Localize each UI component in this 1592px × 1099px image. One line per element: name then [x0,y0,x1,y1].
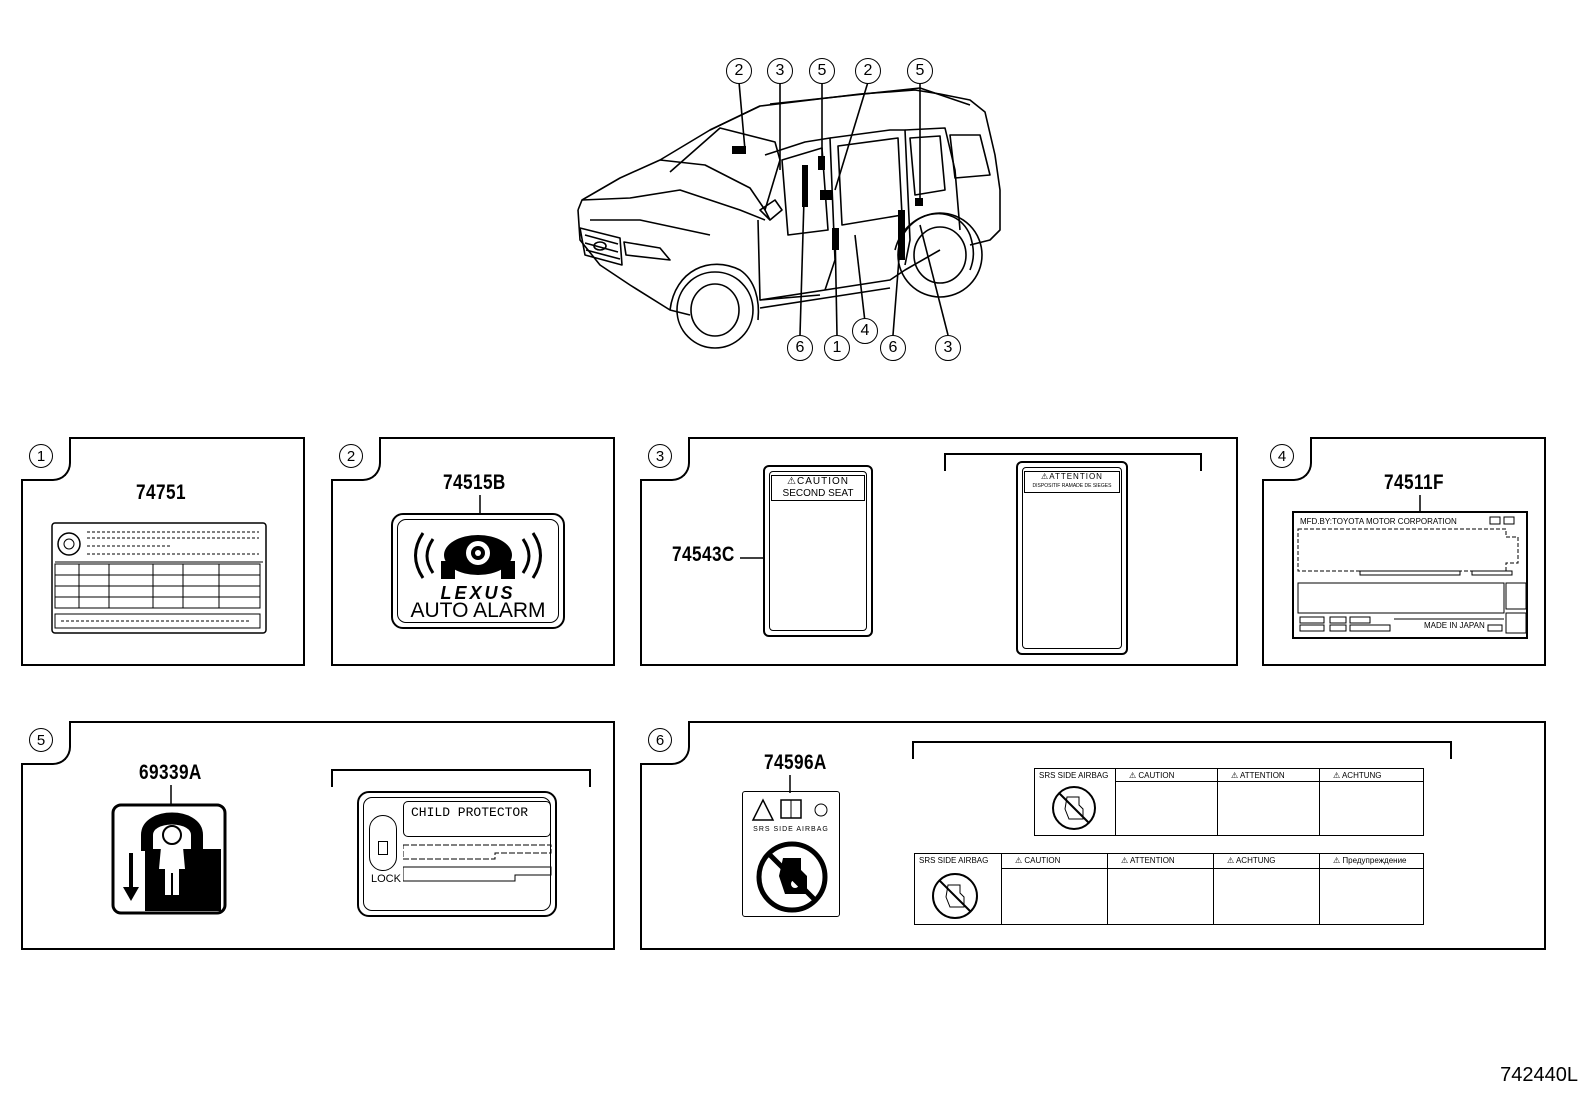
brand-text: LEXUS [440,583,516,603]
auto-alarm-text: AUTO ALARM [410,599,546,622]
panel-tab: 2 [331,437,381,481]
attention-col: ⚠ ATTENTION [1121,856,1175,865]
panel-3: 3 74543C ⚠CAUTION SECOND SEAT ⚠ATTENTION… [640,437,1238,666]
caution-header: ⚠CAUTION [787,476,849,487]
part-number: 74511F [1384,471,1444,494]
vehicle-callout: 6 [787,335,813,361]
part-number: 74751 [136,481,186,504]
panel-2: 2 74515B LEXUS AUTO ALARM [331,437,615,666]
airbag-wide-label-1: SRS SIDE AIRBAG ⚠ CAUTION ⚠ ATTENTION ⚠ … [1034,768,1424,836]
airbag-wide-title: SRS SIDE AIRBAG [1039,771,1109,780]
achtung-col: ⚠ ACHTUNG [1333,771,1382,780]
vehicle-callout: 1 [824,335,850,361]
attention-label: ⚠ATTENTION DISPOSITIF RAMADE DE SIEGES [1016,461,1128,655]
vehicle-callout: 5 [907,58,933,84]
panel-4: 4 74511F MFD.BY:TOYOTA MOTOR CORPORATION… [1262,437,1546,666]
vehicle-callout: 6 [880,335,906,361]
panel-tab: 6 [640,721,690,765]
child-protector-label: CHILD PROTECTOR LOCK [357,791,557,917]
vehicle-callout: 2 [855,58,881,84]
vehicle-callout: 4 [852,318,878,344]
part-number: 74596A [764,751,827,774]
child-protector-title: CHILD PROTECTOR [411,805,529,820]
tire-pressure-label [51,522,267,634]
bracket [331,769,591,787]
vehicle-illustration [577,81,1001,349]
airbag-text: SRS SIDE AIRBAG [753,826,829,833]
part-number: 74515B [443,471,506,494]
airbag-wide-title: SRS SIDE AIRBAG [919,856,989,865]
bracket [944,453,1202,471]
vehicle-callout: 5 [809,58,835,84]
caution-subtitle: SECOND SEAT [782,488,854,499]
vehicle-id-label: MFD.BY:TOYOTA MOTOR CORPORATION MADE IN … [1292,511,1528,639]
attention-header: ⚠ATTENTION [1041,472,1103,481]
vehicle-callout: 3 [767,58,793,84]
lock-text: LOCK [371,873,401,885]
airbag-warning-label: SRS SIDE AIRBAG [742,791,840,917]
caution-label: ⚠CAUTION SECOND SEAT [763,465,873,637]
made-in-text: MADE IN JAPAN [1424,621,1485,630]
child-lock-icon [111,803,227,915]
warning-ru-col: ⚠ Предупреждение [1333,856,1407,865]
bracket [912,741,1452,759]
attention-subtitle: DISPOSITIF RAMADE DE SIEGES [1032,483,1112,489]
achtung-col: ⚠ ACHTUNG [1227,856,1276,865]
panel-6: 6 74596A SRS SIDE AIRBAG SRS SIDE AIRBAG [640,721,1546,950]
caution-col: ⚠ CAUTION [1015,856,1061,865]
diagram-code: 742440L [1500,1064,1578,1086]
part-number: 74543C [672,543,735,566]
panel-1: 1 74751 [21,437,305,666]
alarm-icon [414,532,542,579]
no-child-seat-icon [756,841,828,913]
attention-col: ⚠ ATTENTION [1231,771,1285,780]
airbag-wide-label-2: SRS SIDE AIRBAG ⚠ CAUTION ⚠ ATTENTION ⚠ … [914,853,1424,925]
vehicle-callout: 3 [935,335,961,361]
part-number: 69339A [139,761,202,784]
panel-5: 5 69339A CHILD PROTECTOR LOCK [21,721,615,950]
panel-tab: 3 [640,437,690,481]
manufacturer-text: MFD.BY:TOYOTA MOTOR CORPORATION [1300,517,1457,526]
vehicle-callout: 2 [726,58,752,84]
panel-tab: 5 [21,721,71,765]
panel-tab: 1 [21,437,71,481]
auto-alarm-label: LEXUS AUTO ALARM [391,513,565,629]
panel-tab: 4 [1262,437,1312,481]
caution-col: ⚠ CAUTION [1129,771,1175,780]
